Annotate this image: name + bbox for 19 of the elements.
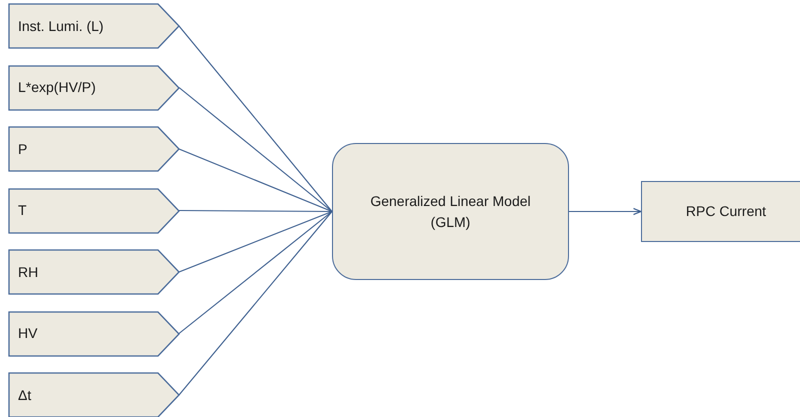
- node-label: L*exp(HV/P): [18, 78, 96, 98]
- connector-line: [178, 26, 332, 212]
- node-label: RH: [18, 262, 38, 282]
- connector-line: [178, 87, 332, 212]
- node-label: P: [18, 140, 28, 159]
- connector-line: [179, 210, 332, 212]
- connector-line: [178, 211, 332, 396]
- connector-line: [178, 210, 332, 273]
- node-label: Generalized Linear Model (GLM): [369, 192, 532, 232]
- node-label: Δt: [18, 386, 32, 405]
- node-label: Inst. Lumi. (L): [18, 16, 104, 36]
- connector-line: [178, 148, 332, 212]
- node-label: HV: [18, 324, 38, 344]
- output-box: [641, 181, 800, 242]
- model-box: [332, 143, 569, 280]
- arrow: [569, 208, 642, 216]
- node-label: RPC Current: [686, 202, 766, 222]
- node-label: T: [18, 201, 27, 220]
- connector-line: [178, 211, 332, 334]
